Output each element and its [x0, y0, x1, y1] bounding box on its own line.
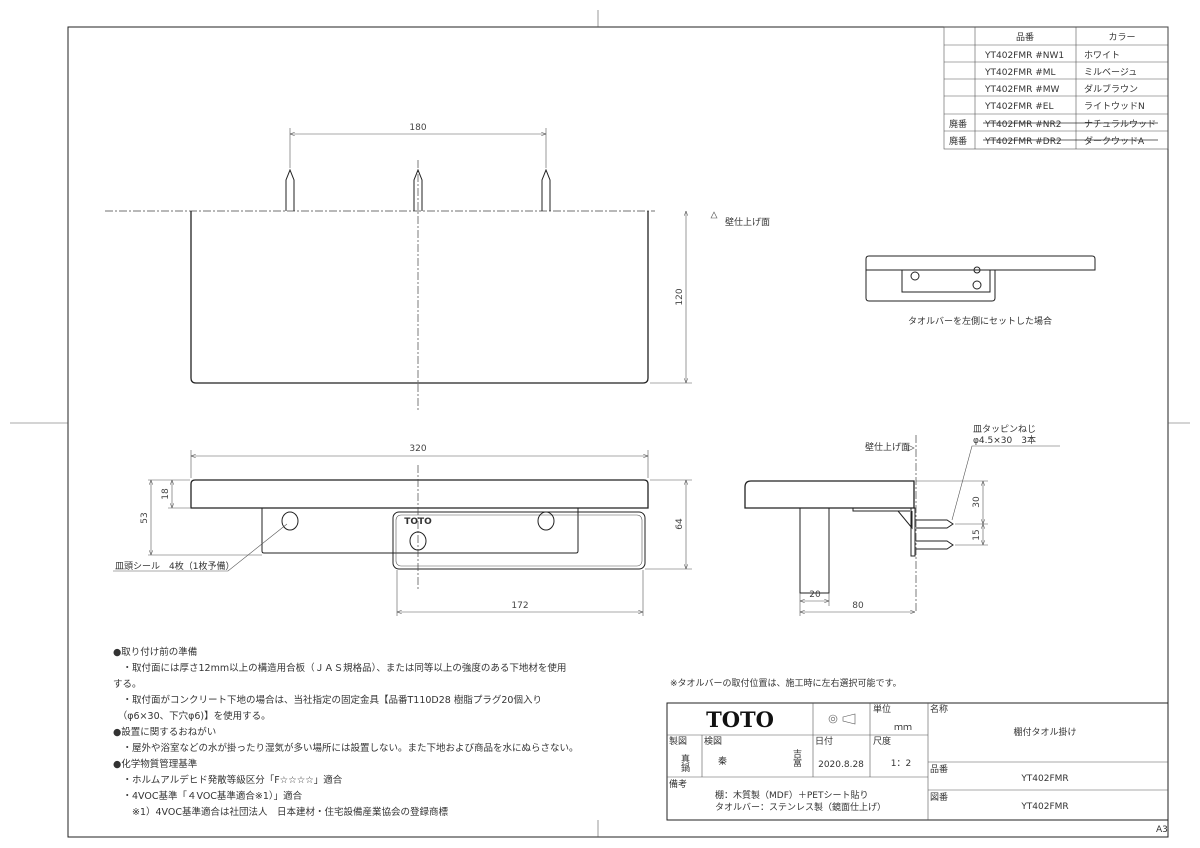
note-line: ・4VOC基準「４VOC基準適合※1）」適合: [113, 790, 303, 802]
drawing-no-label: 図番: [930, 791, 948, 803]
cap-seal: [281, 511, 299, 531]
checked-by: 吉富: [791, 749, 802, 767]
row-part-no: YT402FMR #EL: [984, 102, 1053, 112]
cap-seal: [537, 511, 555, 531]
top-view: 180 120 壁仕上げ面: [105, 123, 770, 410]
screw: [916, 540, 954, 550]
table-row: YT402FMR #NW1 ホワイト: [984, 50, 1120, 61]
screw-pin: [541, 168, 551, 211]
note-line: ※1）4VOC基準適合は社団法人 日本建材・住宅設備産業協会の登録商標: [113, 806, 448, 818]
screw-pin: [285, 168, 295, 211]
remarks-label: 備考: [669, 778, 687, 790]
checked-by: 秦: [718, 755, 727, 767]
table-row-discontinued: 廃番 YT402FMR #NR2 ナチュラルウッド: [949, 118, 1158, 130]
screw-pin: [413, 168, 423, 211]
color-table: 品番 カラー YT402FMR #NW1 ホワイト YT402FMR #ML ミルベ…: [943, 26, 1169, 150]
row-part-no: YT402FMR #NW1: [984, 51, 1064, 61]
front-view: TOTO 320 18 53 64 172 皿頭シール 4枚（1枚予備）: [113, 444, 692, 616]
row-color: ダルブラウン: [1084, 83, 1138, 95]
part-number: YT402FMR: [1020, 774, 1068, 784]
dim-53: 53: [140, 512, 150, 523]
wall-surface-label: 壁仕上げ面: [865, 441, 910, 453]
side-view: 壁仕上げ面 皿タッピンねじ φ4.5×30 3本 30 15 20 80: [744, 424, 1060, 616]
left-set-caption: タオルバーを左側にセットした場合: [908, 315, 1052, 327]
note-line: ●化学物質管理基準: [113, 758, 198, 770]
dim-30: 30: [972, 496, 982, 508]
triangle-marker-icon: [907, 444, 915, 452]
toto-logo: TOTO: [706, 707, 774, 732]
dim-120: 120: [675, 288, 685, 305]
sheet-border: [67, 26, 1169, 838]
note-line: ・取付面には厚さ12mm以上の構造用合板（ＪＡＳ規格品）、または同等以上の強度の…: [113, 662, 566, 674]
table-row: YT402FMR #ML ミルベージュ: [984, 68, 1137, 78]
installation-notes: ●取り付け前の準備 ・取付面には厚さ12mm以上の構造用合板（ＪＡＳ規格品）、ま…: [113, 646, 579, 818]
row-color: ミルベージュ: [1084, 68, 1137, 78]
note-line: ・取付面がコンクリート下地の場合は、当社指定の固定金具【品番T110D28 樹脂…: [113, 694, 542, 706]
scale-value: 1：2: [891, 759, 911, 769]
date-label: 日付: [815, 736, 833, 747]
row-part-no: YT402FMR #NR2: [984, 120, 1061, 130]
sheet-size: A3: [1156, 825, 1168, 835]
third-angle-projection-icon: [828, 713, 856, 725]
dim-180: 180: [409, 123, 426, 133]
note-line: ・屋外や浴室などの水が掛ったり湿気が多い場所には設置しない。また下地および商品を…: [113, 742, 579, 754]
note-line: （φ6×30、下穴φ6)】を使用する。: [113, 710, 271, 722]
dim-172: 172: [511, 601, 528, 611]
dim-320: 320: [409, 444, 426, 454]
dim-80: 80: [852, 601, 864, 611]
remarks-line: タオルバー：ステンレス製（鏡面仕上げ）: [715, 801, 886, 813]
drawn-by: 真鍋: [679, 753, 690, 772]
bar-position-note: ※タオルバーの取付位置は、施工時に左右選択可能です。: [670, 677, 902, 689]
row-color: ホワイト: [1084, 50, 1120, 61]
table-row-discontinued: 廃番 YT402FMR #DR2 ダークウッドA: [949, 135, 1158, 147]
screw-label: 皿タッピンねじ: [973, 424, 1036, 435]
row-part-no: YT402FMR #DR2: [984, 137, 1062, 147]
row-part-no: YT402FMR #ML: [984, 68, 1056, 78]
note-line: する。: [113, 679, 142, 690]
screw-spec: φ4.5×30 3本: [973, 434, 1036, 446]
table-header-color: カラー: [1108, 32, 1135, 43]
row-color: ダークウッドA: [1084, 135, 1145, 147]
center-marks: [10, 10, 1190, 837]
triangle-marker-icon: [710, 211, 718, 219]
unit-value: ｍｍ: [894, 723, 912, 733]
wall-surface-label: 壁仕上げ面: [725, 216, 770, 228]
title-block: TOTO 単位 ｍｍ 名称 棚付タオル掛け 製図 真鍋 検図 秦 吉富 日付 2…: [666, 702, 1169, 821]
table-row: YT402FMR #EL ライトウッドN: [984, 101, 1145, 112]
drawn-label: 製図: [669, 735, 687, 747]
dim-18: 18: [161, 488, 171, 500]
dim-15: 15: [972, 529, 982, 540]
dim-20: 20: [809, 590, 821, 600]
table-header-part-no: 品番: [1016, 31, 1034, 43]
row-part-no: YT402FMR #MW: [984, 85, 1060, 95]
scale-label: 尺度: [873, 735, 891, 747]
checked-label: 検図: [704, 735, 722, 747]
remarks-line: 棚：木質製（MDF）＋PETシート貼り: [715, 789, 868, 801]
table-row: YT402FMR #MW ダルブラウン: [984, 83, 1138, 95]
product-name: 棚付タオル掛け: [1013, 726, 1076, 738]
left-set-view: タオルバーを左側にセットした場合: [865, 255, 1096, 327]
row-status: 廃番: [949, 118, 967, 130]
part-label: 品番: [930, 763, 948, 775]
note-line: ・ホルムアルデヒド発散等級区分「F☆☆☆☆」適合: [113, 774, 343, 786]
cap-seal: [409, 531, 427, 551]
name-label: 名称: [930, 703, 948, 715]
row-status: 廃番: [949, 135, 967, 147]
date-value: 2020.8.28: [818, 760, 864, 770]
note-line: ●取り付け前の準備: [113, 646, 197, 658]
unit-label: 単位: [873, 703, 891, 715]
drawing-number: YT402FMR: [1020, 802, 1068, 812]
bar-logo: TOTO: [404, 517, 432, 527]
dim-64: 64: [675, 518, 685, 530]
row-color: ライトウッドN: [1084, 101, 1145, 112]
screw: [916, 519, 954, 529]
note-line: ●設置に関するおねがい: [113, 726, 216, 738]
seal-label: 皿頭シール 4枚（1枚予備）: [115, 560, 234, 572]
row-color: ナチュラルウッド: [1084, 119, 1156, 130]
